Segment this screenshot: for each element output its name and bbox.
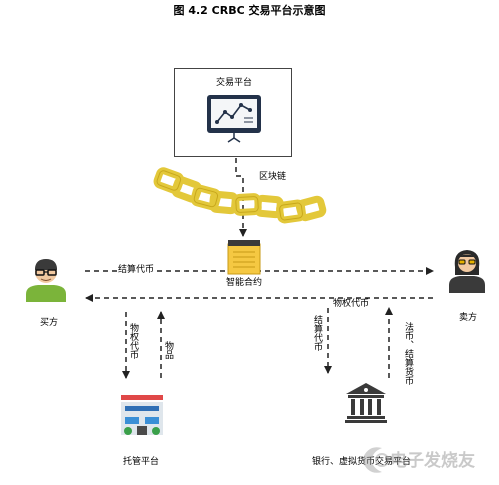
watermark-text: 电子发烧友	[390, 450, 475, 471]
blockchain-label: 区块链	[259, 172, 287, 182]
custody-building-icon	[121, 395, 163, 435]
analytics-monitor-icon	[207, 95, 261, 143]
seller-avatar-icon	[449, 250, 485, 293]
watermark-logo: 电子发烧友	[362, 447, 475, 473]
bank-building-icon	[345, 383, 387, 423]
smart-contract-label: 智能合约	[226, 278, 263, 288]
buyer-avatar-icon	[26, 259, 66, 302]
seller-label: 卖方	[459, 313, 478, 323]
custody-platform-label: 托管平台	[123, 457, 160, 467]
buyer-to-seller-label: 结算代币	[117, 265, 156, 275]
page-title: 图 4.2 CRBC 交易平台示意图	[173, 4, 326, 17]
blockchain-chain-icon	[153, 167, 327, 224]
platform-to-contract-arrow	[235, 158, 247, 237]
from-custody-label: 物品	[163, 341, 173, 359]
to-custody-label: 物权代币	[128, 323, 138, 359]
buyer-label: 买方	[40, 318, 59, 328]
from-bank-label: 法币、结算货币	[403, 322, 413, 385]
trading-platform-label: 交易平台	[216, 78, 253, 88]
to-bank-label: 结算代币	[312, 315, 322, 351]
bank-label: 银行、虚拟货币交易平台	[312, 457, 412, 467]
seller-to-buyer-label: 物权代币	[333, 299, 370, 309]
smart-contract-notepad-icon	[227, 240, 261, 275]
